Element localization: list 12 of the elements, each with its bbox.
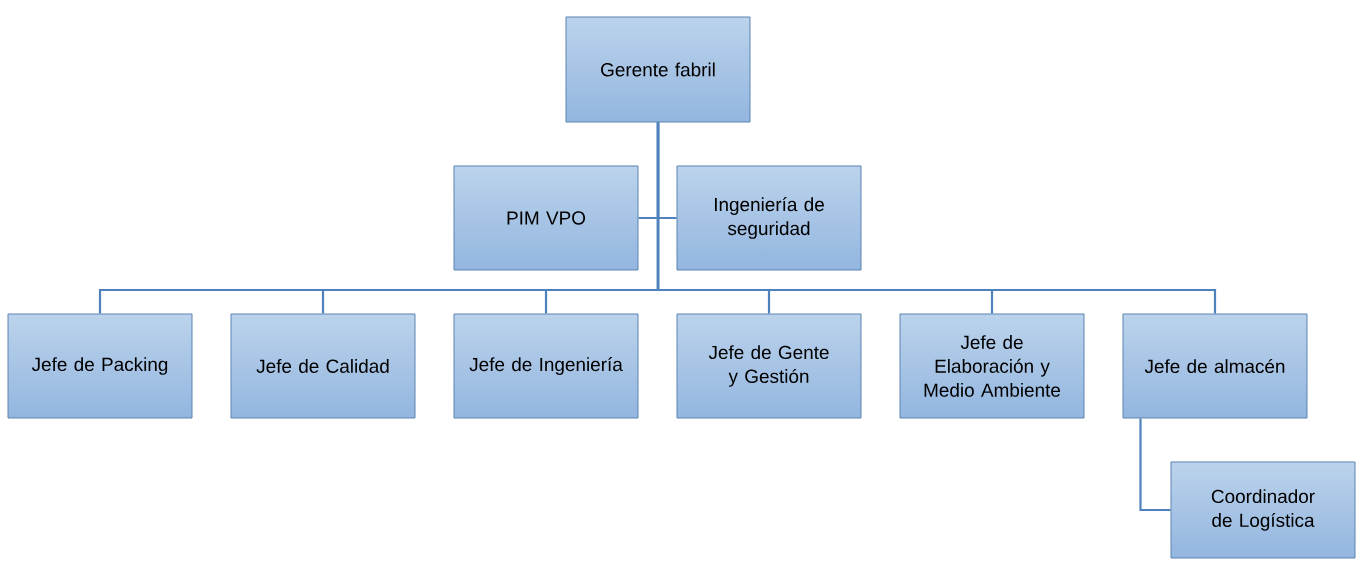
org-box: Ingeniería de seguridad bbox=[676, 165, 862, 271]
connector-line bbox=[1139, 418, 1171, 512]
org-box: Gerente fabril bbox=[565, 16, 751, 123]
org-box: Jefe de Elaboración y Medio Ambiente bbox=[899, 313, 1085, 419]
connector-line bbox=[656, 122, 1217, 314]
org-box: Jefe de Calidad bbox=[230, 313, 416, 419]
org-box: Jefe de almacén bbox=[1122, 313, 1308, 419]
org-box: PIM VPO bbox=[453, 165, 639, 271]
org-box: Jefe de Gente y Gestión bbox=[676, 313, 862, 419]
org-box: Coordinador de Logística bbox=[1170, 461, 1356, 559]
org-box: Jefe de Ingeniería bbox=[453, 313, 639, 419]
org-box: Jefe de Packing bbox=[7, 313, 193, 419]
